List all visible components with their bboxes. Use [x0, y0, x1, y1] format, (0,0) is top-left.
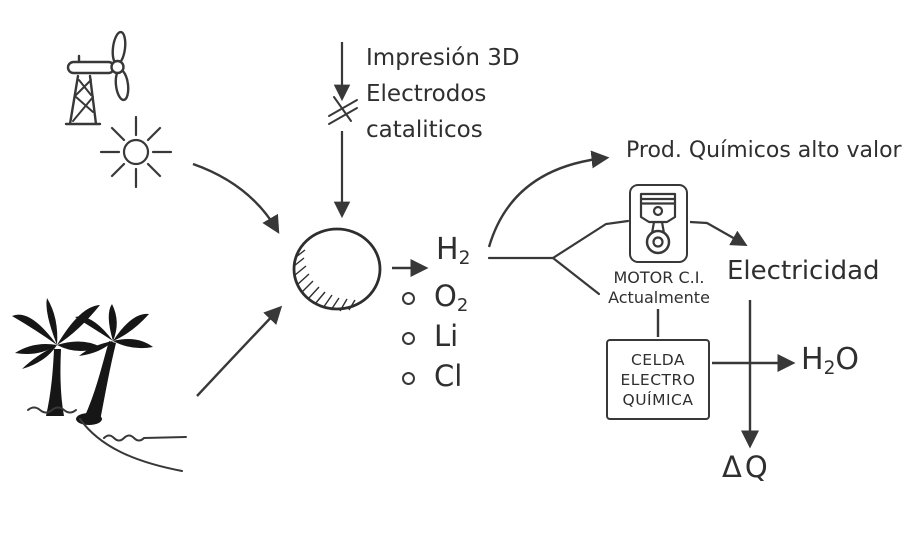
cell-box: CELDA ELECTRO QUÍMICA	[606, 339, 710, 420]
heat-label: ΔQ	[722, 450, 771, 484]
water-subscript: 2	[823, 358, 836, 380]
byproduct-row: O2	[402, 278, 468, 318]
bullet-icon	[402, 371, 415, 385]
printing-note: Impresión 3D Electrodos cataliticos	[366, 40, 520, 148]
water-post: O	[835, 342, 860, 377]
wind-turbine-icon	[64, 30, 130, 126]
note-line-2: Electrodos	[366, 81, 487, 107]
palm-island-icon	[12, 298, 187, 472]
byproduct-row: Li	[402, 318, 468, 358]
h2-symbol: H	[436, 232, 459, 267]
sun-icon	[99, 115, 173, 189]
motor-electricity-arrow	[689, 220, 748, 247]
chemicals-arrow	[487, 150, 610, 248]
h2-label: H2	[436, 233, 470, 276]
motor-box	[629, 184, 688, 263]
electricity-label: Electricidad	[727, 256, 880, 286]
sun-to-reactor-arrow	[192, 162, 280, 234]
byproduct-row: Cl	[402, 358, 468, 398]
motor-caption: MOTOR C.I. Actualmente	[596, 268, 722, 308]
cell-label-line-2: ELECTRO	[620, 370, 696, 389]
h2-branch-lines	[487, 219, 630, 296]
note-line-3: cataliticos	[366, 117, 483, 143]
water-label: H2O	[801, 342, 859, 379]
bullet-icon	[402, 331, 415, 345]
byproduct-label: Li	[434, 319, 459, 354]
chemicals-label: Prod. Químicos alto valor	[626, 138, 902, 163]
piston-engine-icon	[639, 192, 677, 255]
byproduct-label: Cl	[434, 359, 463, 394]
byproduct-list: O2 Li Cl	[402, 278, 468, 398]
reactor-circle-icon	[292, 227, 382, 312]
biomass-to-reactor-arrow	[196, 305, 283, 397]
water-pre: H	[801, 342, 824, 377]
note-line-1: Impresión 3D	[366, 45, 520, 71]
motor-label: MOTOR C.I.	[613, 268, 705, 287]
cell-label-line-3: QUÍMICA	[622, 390, 694, 409]
cell-label-line-1: CELDA	[630, 350, 686, 369]
bullet-icon	[402, 291, 415, 305]
h2-subscript: 2	[458, 248, 471, 270]
byproduct-label: O2	[434, 279, 469, 317]
motor-sublabel: Actualmente	[608, 288, 710, 307]
break-mark-icon	[328, 96, 358, 125]
